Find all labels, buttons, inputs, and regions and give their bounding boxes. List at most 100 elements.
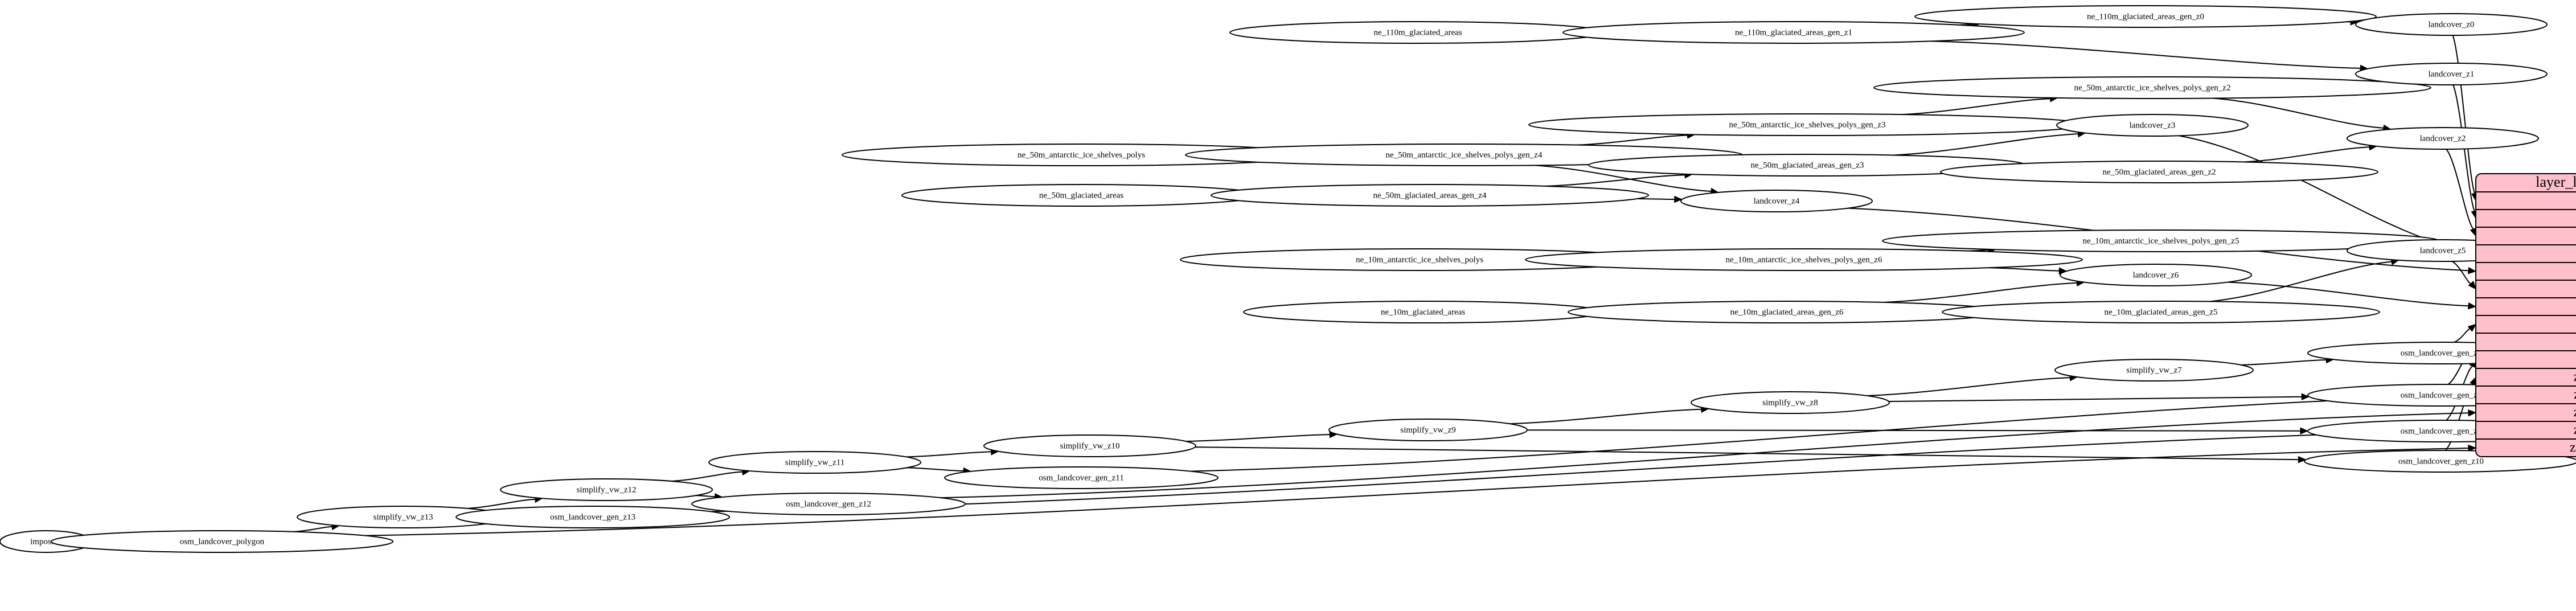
node-ne_110m_glaciated_areas_gen_z0[interactable]: ne_110m_glaciated_areas_gen_z0: [1914, 5, 2377, 28]
node-ne_50m_glaciated_areas_gen_z4[interactable]: ne_50m_glaciated_areas_gen_z4: [1211, 184, 1649, 207]
edge-simplify_vw_z11-to-simplify_vw_z10: [906, 451, 991, 458]
node-osm_landcover_gen_z12[interactable]: osm_landcover_gen_z12: [691, 493, 966, 515]
node-ellipse: [1328, 419, 1528, 441]
node-ellipse: [1873, 76, 2431, 99]
node-ellipse: [2056, 114, 2249, 137]
node-simplify_vw_z9[interactable]: simplify_vw_z9: [1328, 419, 1528, 441]
node-label: landcover_z0: [2429, 20, 2475, 29]
node-simplify_vw_z12[interactable]: simplify_vw_z12: [500, 478, 713, 501]
node-landcover_z6[interactable]: landcover_z6: [2060, 264, 2252, 286]
node-label: landcover_z2: [2420, 134, 2466, 143]
node-label: osm_landcover_gen_z10: [2398, 457, 2484, 466]
node-ellipse: [456, 506, 730, 528]
edge-ne_50m_antarctic_ice_shelves_polys_gen_z3-to-ne_50m_antarctic_ice_shelves_polys_gen_z2: [1902, 98, 2050, 116]
edge-simplify_vw_z10-to-simplify_vw_z9: [1186, 434, 1330, 442]
node-label: ne_110m_glaciated_areas: [1373, 28, 1462, 37]
edge-osm_landcover_gen_z13-to-record-z13: [711, 430, 2469, 512]
node-label: simplify_vw_z8: [1762, 398, 1818, 407]
node-label: ne_10m_antarctic_ice_shelves_polys: [1356, 255, 1483, 264]
node-landcover_z4[interactable]: landcover_z4: [1680, 190, 1873, 212]
node-ne_50m_antarctic_ice_shelves_polys_gen_z2[interactable]: ne_50m_antarctic_ice_shelves_polys_gen_z…: [1873, 76, 2431, 99]
node-landcover_z2[interactable]: landcover_z2: [2347, 127, 2539, 150]
edge-arrowhead: [2301, 393, 2310, 401]
node-ne_10m_antarctic_ice_shelves_polys_gen_z6[interactable]: ne_10m_antarctic_ice_shelves_polys_gen_z…: [1525, 248, 2083, 271]
node-osm_landcover_gen_z11[interactable]: osm_landcover_gen_z11: [944, 466, 1219, 489]
node-label: landcover_z6: [2133, 270, 2179, 280]
node-ellipse: [2054, 359, 2254, 382]
node-ne_110m_glaciated_areas[interactable]: ne_110m_glaciated_areas: [1229, 21, 1606, 44]
node-ellipse: [2355, 63, 2548, 85]
edge-simplify_vw_z9-to-osm_landcover_gen_z9: [1527, 429, 2301, 432]
node-label: osm_landcover_gen_z8: [2401, 391, 2481, 400]
node-label: ne_50m_antarctic_ice_shelves_polys_gen_z…: [1386, 150, 1543, 159]
edge-simplify_vw_z9-to-simplify_vw_z8: [1509, 408, 1701, 425]
node-ellipse: [1942, 301, 2380, 323]
edge-arrowhead: [1674, 195, 1683, 203]
node-ne_10m_glaciated_areas_gen_z5[interactable]: ne_10m_glaciated_areas_gen_z5: [1942, 301, 2380, 323]
node-ne_50m_antarctic_ice_shelves_polys[interactable]: ne_50m_antarctic_ice_shelves_polys: [842, 143, 1321, 166]
node-simplify_vw_z8[interactable]: simplify_vw_z8: [1691, 391, 1890, 414]
node-ellipse: [1525, 248, 2083, 271]
edge-simplify_vw_z8-to-simplify_vw_z7: [1867, 377, 2070, 396]
edge-arrowhead: [2468, 444, 2477, 452]
node-ne_50m_antarctic_ice_shelves_polys_gen_z3[interactable]: ne_50m_antarctic_ice_shelves_polys_gen_z…: [1528, 113, 2086, 136]
node-label: simplify_vw_z11: [785, 458, 844, 467]
record-row-z12[interactable]: z12: [2574, 405, 2576, 420]
edge-ne_50m_antarctic_ice_shelves_polys_gen_z4-to-ne_50m_antarctic_ice_shelves_polys_gen_z3: [1576, 134, 1688, 146]
node-ne_10m_glaciated_areas[interactable]: ne_10m_glaciated_areas: [1243, 301, 1603, 323]
node-label: ne_50m_glaciated_areas: [1039, 191, 1123, 200]
node-landcover_z0[interactable]: landcover_z0: [2355, 13, 2548, 36]
node-simplify_vw_z11[interactable]: simplify_vw_z11: [708, 451, 921, 474]
edge-landcover_z5-to-record-z5: [2451, 261, 2472, 284]
edge-osm_landcover_polygon-to-record-z14+: [364, 448, 2469, 536]
node-simplify_vw_z10[interactable]: simplify_vw_z10: [983, 434, 1196, 457]
edge-simplify_vw_z11-to-osm_landcover_gen_z11: [906, 467, 964, 472]
node-ellipse: [2355, 13, 2548, 36]
node-label: ne_50m_antarctic_ice_shelves_polys: [1018, 150, 1145, 159]
node-simplify_vw_z7[interactable]: simplify_vw_z7: [2054, 359, 2254, 382]
edge-simplify_vw_z13-to-simplify_vw_z12: [467, 498, 535, 509]
node-label: ne_10m_antarctic_ice_shelves_polys_gen_z…: [2083, 236, 2239, 245]
node-ellipse: [1680, 190, 1873, 212]
node-label: ne_110m_glaciated_areas_gen_z1: [1735, 28, 1852, 37]
node-landcover_z1[interactable]: landcover_z1: [2355, 63, 2548, 85]
edge-ne_10m_glaciated_areas_gen_z6-to-landcover_z6: [1883, 282, 2077, 303]
node-landcover_z3[interactable]: landcover_z3: [2056, 114, 2249, 137]
edge-arrowhead: [2468, 409, 2477, 417]
node-ne_110m_glaciated_areas_gen_z1[interactable]: ne_110m_glaciated_areas_gen_z1: [1562, 21, 2025, 44]
edge-osm_landcover_polygon-to-simplify_vw_z13: [294, 526, 333, 532]
node-ne_50m_glaciated_areas_gen_z3[interactable]: ne_50m_glaciated_areas_gen_z3: [1588, 154, 2027, 177]
node-label: ne_10m_glaciated_areas: [1381, 307, 1465, 317]
node-label: landcover_z5: [2420, 246, 2466, 255]
node-label: osm_landcover_gen_z12: [786, 499, 871, 509]
node-simplify_vw_z13[interactable]: simplify_vw_z13: [297, 506, 510, 528]
node-label: simplify_vw_z10: [1060, 441, 1120, 450]
node-osm_landcover_polygon[interactable]: osm_landcover_polygon: [51, 530, 393, 553]
edge-osm_landcover_gen_z12-to-record-z12: [940, 412, 2469, 499]
node-label: ne_50m_antarctic_ice_shelves_polys_gen_z…: [2074, 83, 2231, 92]
node-label: simplify_vw_z9: [1400, 425, 1456, 434]
edge-ne_50m_glaciated_areas_gen_z2-to-landcover_z2: [2243, 146, 2370, 163]
edge-arrowhead: [2298, 456, 2307, 464]
record-row-z11[interactable]: z11: [2574, 387, 2576, 402]
edge-simplify_vw_z7-to-osm_landcover_gen_z7: [2241, 359, 2327, 366]
node-ne_50m_glaciated_areas_gen_z2[interactable]: ne_50m_glaciated_areas_gen_z2: [1940, 161, 2378, 183]
edge-arrowhead: [2467, 266, 2477, 274]
node-ne_50m_glaciated_areas[interactable]: ne_50m_glaciated_areas: [901, 184, 1261, 207]
record-layer: layer_landcoverz0z1z2z3z4z5z6z7z8z9z10z1…: [2475, 173, 2576, 457]
node-ellipse: [983, 434, 1196, 457]
node-osm_landcover_gen_z13[interactable]: osm_landcover_gen_z13: [456, 506, 730, 528]
record-row-z10[interactable]: z10: [2574, 370, 2576, 384]
node-ellipse: [708, 451, 921, 474]
record-row-z13[interactable]: z13: [2574, 423, 2576, 437]
edge-ne_50m_glaciated_areas_gen_z4-to-ne_50m_glaciated_areas_gen_z3: [1545, 174, 1685, 187]
record-row-z14+[interactable]: z14+: [2570, 440, 2576, 455]
node-label: osm_landcover_polygon: [180, 537, 265, 546]
node-ne_10m_antarctic_ice_shelves_polys_gen_z5[interactable]: ne_10m_antarctic_ice_shelves_polys_gen_z…: [1882, 229, 2440, 252]
node-ellipse: [51, 530, 393, 553]
node-ne_10m_glaciated_areas_gen_z6[interactable]: ne_10m_glaciated_areas_gen_z6: [1568, 301, 2006, 323]
node-label: ne_110m_glaciated_areas_gen_z0: [2087, 12, 2204, 21]
